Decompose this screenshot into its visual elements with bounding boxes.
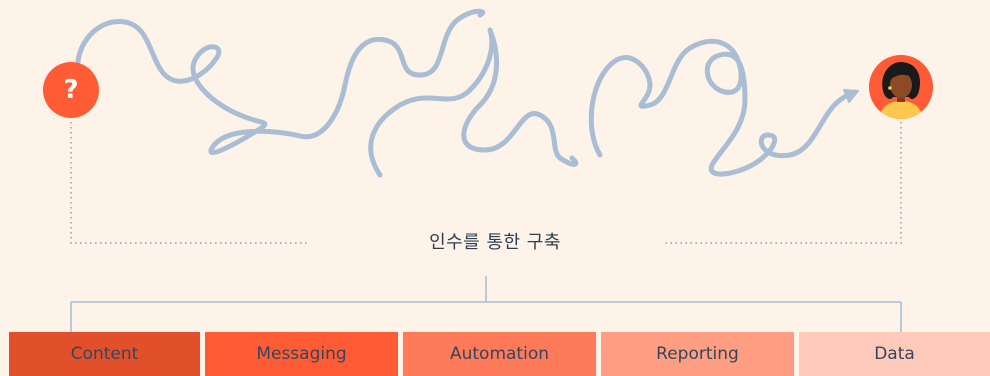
right-dotted-connector [665,122,902,244]
left-dotted-connector [70,122,310,244]
journey-path [75,8,485,155]
question-symbol: ? [63,75,79,105]
question-icon: ? [43,62,99,118]
center-label: 인수를 통한 구축 [429,232,561,253]
journey-path-2 [368,27,579,178]
customer-avatar-icon [869,55,933,119]
arrowhead-icon [843,89,859,103]
tree-connector [70,276,902,332]
segment-automation: Automation [403,332,596,376]
segment-messaging: Messaging [205,332,398,376]
segment-content: Content [9,332,200,376]
segment-data: Data [799,332,990,376]
avatar-illustration [869,55,933,119]
segment-reporting: Reporting [601,332,794,376]
journey-path-3 [588,38,858,177]
capability-bar: Content Messaging Automation Reporting D… [9,332,990,376]
